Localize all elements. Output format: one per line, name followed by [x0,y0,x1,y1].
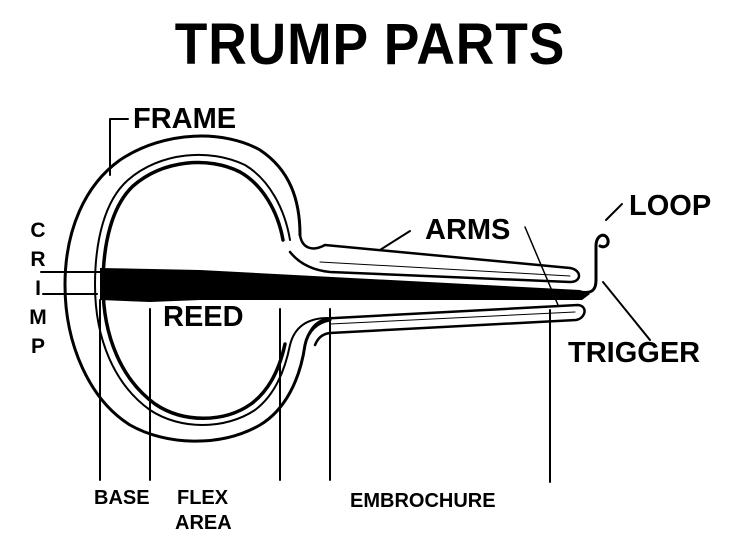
loop-leader [605,203,623,221]
reed [100,268,590,302]
crimp-letter: M [29,306,47,329]
label-flex: FLEX [177,487,229,509]
frame-outer [63,134,332,443]
trigger-leader [602,281,651,341]
label-crimp: C R I M P [26,216,50,361]
label-embrochure: EMBROCHURE [350,490,496,512]
label-trigger: TRIGGER [568,337,701,369]
diagram-title: TRUMP PARTS [174,12,566,77]
arms-leader [379,230,411,251]
crimp-letter: R [30,248,46,271]
crimp-letter: P [30,335,45,358]
label-area: AREA [175,512,232,534]
upper-arm [288,233,581,284]
frame-leader [109,118,129,176]
label-base: BASE [94,487,150,509]
label-frame: FRAME [133,103,237,135]
crimp-letter: C [30,219,46,242]
trigger [578,233,610,294]
arms-leader-2 [524,226,559,306]
label-reed: REED [163,301,244,333]
lower-arm [303,303,586,347]
label-loop: LOOP [629,190,712,222]
crimp-letter: I [35,277,41,300]
label-arms: ARMS [425,214,511,246]
